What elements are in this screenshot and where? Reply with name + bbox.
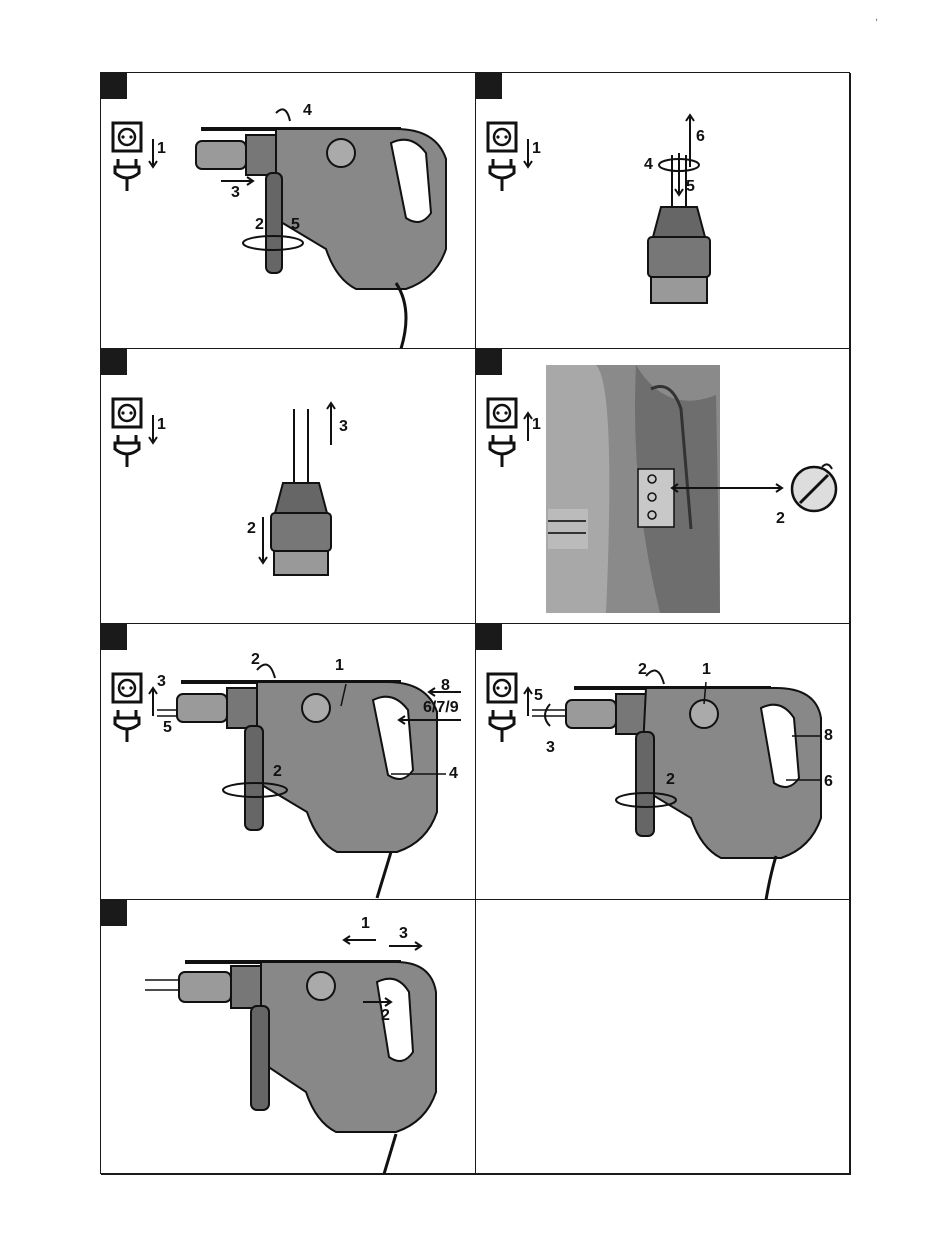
label-2-top: 2 — [251, 652, 260, 668]
plug-icon — [115, 159, 139, 191]
figure-grid: 1 2 3 4 5 — [100, 72, 850, 1174]
label-1: 1 — [361, 916, 370, 932]
label-2: 2 — [666, 772, 675, 788]
socket-icon — [488, 399, 516, 427]
corner-mark: , — [875, 12, 878, 23]
label-8: 8 — [441, 678, 450, 694]
label-3: 3 — [399, 926, 408, 942]
figure-4: 1 2 — [476, 349, 851, 625]
socket-icon — [113, 399, 141, 427]
label-6: 6 — [824, 774, 833, 790]
figure-7: 1 2 3 — [101, 900, 476, 1176]
lock-dial-illustration — [792, 464, 836, 511]
label-2: 2 — [776, 511, 785, 527]
label-1: 1 — [702, 662, 711, 678]
label-2: 2 — [381, 1008, 390, 1024]
socket-icon — [113, 123, 141, 151]
label-3: 3 — [231, 185, 240, 201]
label-1: 1 — [157, 417, 166, 433]
label-1: 1 — [335, 658, 344, 674]
figure-6: 1 2 2 3 5 6 8 — [476, 624, 851, 900]
plug-icon — [115, 435, 139, 467]
plug-icon — [490, 710, 514, 742]
plug-icon — [490, 435, 514, 467]
label-8: 8 — [824, 728, 833, 744]
label-5: 5 — [534, 688, 543, 704]
socket-icon — [113, 674, 141, 702]
figure-4-drawing — [476, 349, 851, 624]
label-3: 3 — [157, 674, 166, 690]
label-5: 5 — [291, 217, 300, 233]
figure-1: 1 2 3 4 5 — [101, 73, 476, 349]
label-2: 2 — [247, 521, 256, 537]
label-5: 5 — [163, 720, 172, 736]
figure-5: 1 2 2 3 4 5 8 6/7/9 — [101, 624, 476, 900]
drill-illustration — [177, 682, 437, 898]
label-2: 2 — [255, 217, 264, 233]
label-1: 1 — [157, 141, 166, 157]
figure-2-drawing — [476, 73, 851, 348]
label-3: 3 — [546, 740, 555, 756]
label-4: 4 — [644, 157, 653, 173]
figure-7-drawing — [101, 900, 476, 1175]
plug-icon — [490, 159, 514, 191]
label-5: 5 — [686, 179, 695, 195]
figure-1-drawing — [101, 73, 476, 348]
drill-illustration — [179, 962, 436, 1174]
drill-illustration — [196, 129, 446, 348]
label-2: 2 — [273, 764, 282, 780]
figure-3-drawing — [101, 349, 476, 624]
label-4: 4 — [303, 103, 312, 119]
label-1: 1 — [532, 417, 541, 433]
socket-icon — [488, 674, 516, 702]
plug-icon — [115, 710, 139, 742]
drill-illustration — [566, 688, 821, 899]
figure-2: 1 4 5 6 — [476, 73, 851, 349]
label-1: 1 — [532, 141, 541, 157]
label-6-7-9: 6/7/9 — [423, 700, 459, 716]
figure-3: 1 2 3 — [101, 349, 476, 625]
label-6: 6 — [696, 129, 705, 145]
label-3: 3 — [339, 419, 348, 435]
socket-icon — [488, 123, 516, 151]
label-2-top: 2 — [638, 662, 647, 678]
chuck-illustration — [271, 409, 331, 575]
label-4: 4 — [449, 766, 458, 782]
figure-6-drawing — [476, 624, 851, 899]
figure-5-drawing — [101, 624, 476, 899]
empty-cell — [476, 900, 851, 1176]
